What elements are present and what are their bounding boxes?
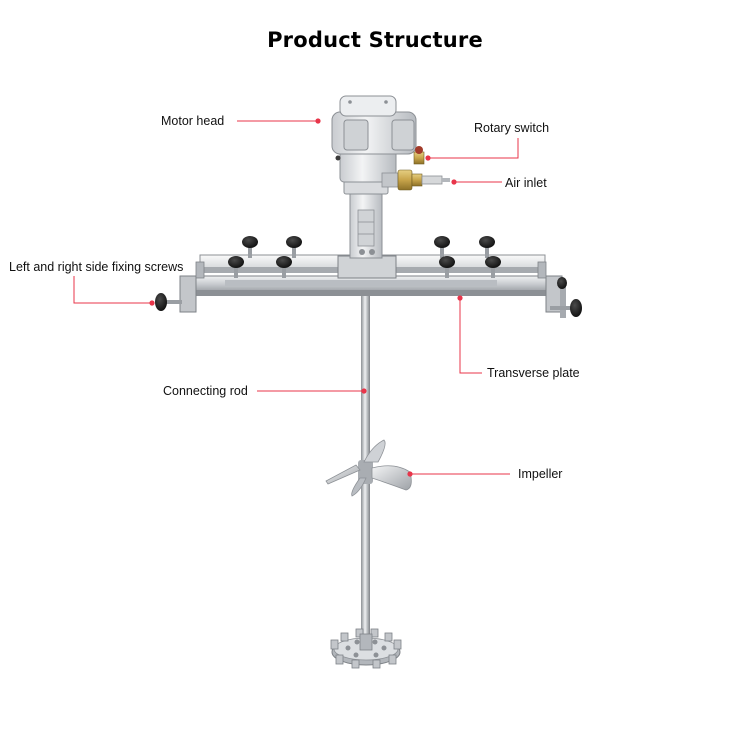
rotary-switch bbox=[413, 146, 425, 165]
leader-fixing-screws bbox=[73, 276, 152, 304]
motor-column bbox=[343, 177, 389, 259]
page-title: Product Structure bbox=[267, 28, 483, 52]
side-fixing-screws bbox=[155, 277, 582, 318]
label-fixing-screws: Left and right side fixing screws bbox=[9, 260, 184, 274]
label-motor-head: Motor head bbox=[161, 114, 225, 128]
side-cap bbox=[335, 155, 341, 161]
leader-lines bbox=[73, 120, 519, 475]
impeller-propeller bbox=[325, 439, 412, 497]
label-impeller: Impeller bbox=[518, 467, 563, 481]
leader-rotary-switch bbox=[428, 138, 519, 159]
label-air-inlet: Air inlet bbox=[505, 176, 547, 190]
leader-dots bbox=[149, 118, 463, 477]
label-transverse-plate: Transverse plate bbox=[487, 366, 580, 380]
label-rotary-switch: Rotary switch bbox=[474, 121, 550, 135]
label-connecting-rod: Connecting rod bbox=[163, 384, 248, 398]
air-inlet-fitting bbox=[381, 169, 450, 191]
disperser-disc bbox=[330, 628, 402, 669]
leader-transverse-plate bbox=[459, 298, 482, 374]
rail-clamp-knobs bbox=[228, 236, 501, 278]
connecting-rod bbox=[358, 296, 373, 646]
motor-head bbox=[331, 95, 417, 183]
